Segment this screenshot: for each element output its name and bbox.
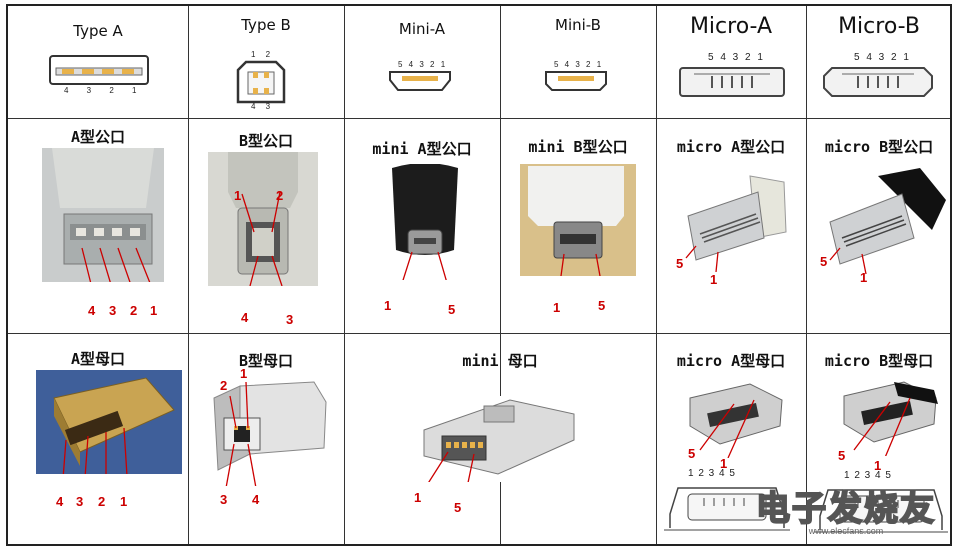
micro-a-schematic xyxy=(679,67,785,97)
pin-label: 5 xyxy=(598,298,606,313)
micro-a-receptacle-photo xyxy=(680,378,790,458)
pin-label: 2 xyxy=(130,303,138,318)
micro-b-receptacle-drawing xyxy=(814,489,948,533)
a-receptacle-photo xyxy=(36,370,182,474)
pin-label: 1 xyxy=(150,303,158,318)
pin-label: 1 xyxy=(860,270,868,285)
watermark-url: www.elecfans.com xyxy=(808,526,884,536)
pin-label: 2 xyxy=(98,494,106,509)
micro-b-receptacle-photo xyxy=(834,376,944,456)
type-a-schematic xyxy=(49,55,149,85)
micro-b-pin-numbers: 5 4 3 2 1 xyxy=(854,52,911,63)
pin-label: 3 xyxy=(76,494,84,509)
pin-label: 5 xyxy=(448,302,456,317)
pin-label: 1 xyxy=(553,300,561,315)
title-a-receptacle: A型母口 xyxy=(70,350,126,368)
grid-line xyxy=(344,6,345,544)
pin-label: 2 xyxy=(276,188,284,203)
grid-line xyxy=(806,6,807,544)
title-micro-b-receptacle: micro B型母口 xyxy=(824,352,934,370)
type-a-pin-numbers: 4 3 2 1 xyxy=(64,86,145,95)
pin-label: 1 xyxy=(240,366,248,381)
title-mini-receptacle: mini 母口 xyxy=(462,352,538,370)
header-type-a: Type A xyxy=(73,22,123,40)
mini-b-schematic xyxy=(545,71,607,91)
title-micro-b-plug: micro B型公口 xyxy=(824,138,934,156)
mini-b-plug-photo xyxy=(520,164,636,276)
title-micro-a-receptacle: micro A型母口 xyxy=(676,352,786,370)
micro-b-receptacle-pin-numbers: 1 2 3 4 5 xyxy=(844,470,892,481)
connector-table: Type A Type B Mini-A Mini-B Micro-A Micr… xyxy=(6,4,952,546)
pin-label: 1 xyxy=(234,188,242,203)
type-b-pin-numbers-top: 1 2 xyxy=(251,50,275,59)
pin-label: 1 xyxy=(414,490,422,505)
pin-label: 2 xyxy=(220,378,228,393)
watermark-logo: 电子发烧友 xyxy=(755,489,936,529)
title-a-plug: A型公口 xyxy=(70,128,126,146)
grid-line xyxy=(8,118,950,119)
pin-label: 4 xyxy=(56,494,64,509)
micro-b-schematic xyxy=(823,67,933,97)
pin-label: 1 xyxy=(710,272,718,287)
pin-label: 4 xyxy=(252,492,260,507)
title-micro-a-plug: micro A型公口 xyxy=(676,138,786,156)
mini-a-schematic xyxy=(389,71,451,91)
mini-a-pin-numbers: 5 4 3 2 1 xyxy=(398,60,448,69)
title-mini-a-plug: mini A型公口 xyxy=(372,140,472,158)
pin-label: 1 xyxy=(720,456,728,471)
grid-line xyxy=(656,6,657,544)
micro-b-plug-photo xyxy=(822,166,950,276)
pin-label: 5 xyxy=(454,500,462,515)
a-plug-photo xyxy=(42,148,164,282)
pin-label: 3 xyxy=(220,492,228,507)
pin-label: 4 xyxy=(88,303,96,318)
pin-label: 3 xyxy=(286,312,294,327)
watermark: 电子发烧友 www.elecfans.com xyxy=(755,489,936,536)
type-b-schematic xyxy=(236,60,286,104)
micro-a-receptacle-drawing xyxy=(664,487,790,531)
grid-line xyxy=(500,6,501,544)
micro-a-receptacle-pin-numbers: 1 2 3 4 5 xyxy=(688,468,736,479)
pin-label: 1 xyxy=(120,494,128,509)
header-micro-b: Micro-B xyxy=(838,14,920,39)
b-plug-photo xyxy=(208,152,318,286)
pin-label: 5 xyxy=(838,448,846,463)
title-mini-b-plug: mini B型公口 xyxy=(528,138,628,156)
title-b-plug: B型公口 xyxy=(238,132,294,150)
pin-label: 5 xyxy=(820,254,828,269)
header-type-b: Type B xyxy=(241,16,291,34)
grid-line xyxy=(188,6,189,544)
mini-b-pin-numbers: 5 4 3 2 1 xyxy=(554,60,604,69)
micro-a-pin-numbers: 5 4 3 2 1 xyxy=(708,52,765,63)
mini-a-plug-photo xyxy=(380,164,470,280)
pin-label: 5 xyxy=(688,446,696,461)
pin-label: 4 xyxy=(241,310,249,325)
title-b-receptacle: B型母口 xyxy=(238,352,294,370)
pin-label: 1 xyxy=(384,298,392,313)
header-micro-a: Micro-A xyxy=(689,14,773,39)
micro-a-plug-photo xyxy=(676,172,804,272)
header-mini-b: Mini-B xyxy=(555,16,601,34)
type-b-pin-numbers-bottom: 4 3 xyxy=(251,102,275,111)
pin-label: 1 xyxy=(874,458,882,473)
pin-label: 5 xyxy=(676,256,684,271)
mini-receptacle-photo xyxy=(414,396,584,482)
grid-line xyxy=(8,333,950,334)
header-mini-a: Mini-A xyxy=(398,20,446,38)
pin-label: 3 xyxy=(109,303,117,318)
b-receptacle-photo xyxy=(204,378,332,486)
